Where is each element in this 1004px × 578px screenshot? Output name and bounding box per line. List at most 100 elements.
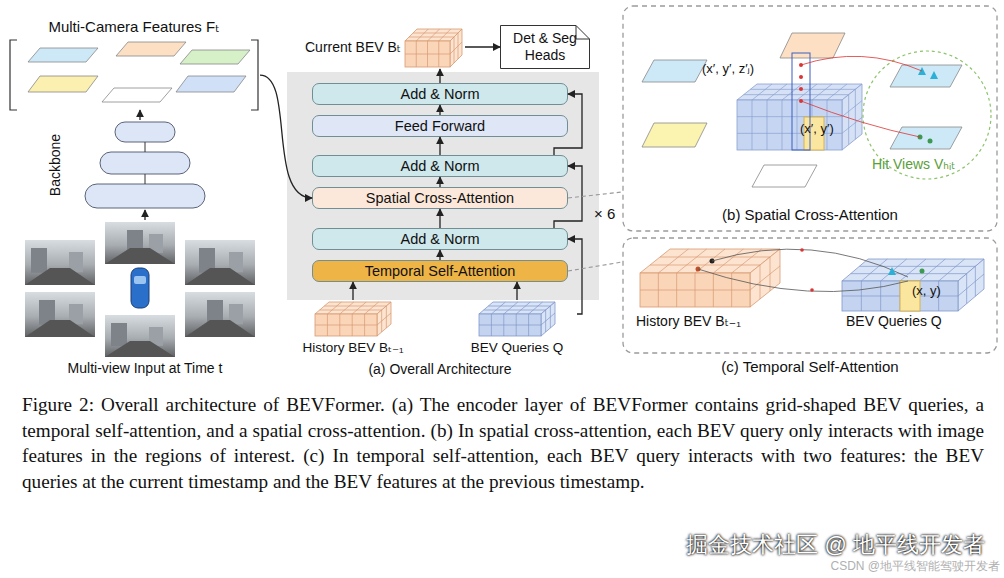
grid-line (812, 84, 832, 100)
road (105, 248, 175, 264)
road (105, 341, 175, 357)
sample-point (888, 267, 896, 275)
offset-line (698, 269, 908, 292)
grid-line (516, 302, 530, 314)
grid-line (848, 95, 849, 145)
connector (439, 209, 440, 228)
sample-point (696, 267, 701, 272)
feature-map (176, 76, 246, 92)
node-illustration (45, 120, 235, 210)
grid-line (324, 306, 386, 307)
cube-side (377, 302, 391, 336)
connector (554, 94, 582, 155)
connector (439, 177, 440, 187)
feature-map (180, 50, 250, 64)
cube-front (737, 100, 842, 150)
grid-line (479, 325, 541, 326)
grid-line (767, 100, 768, 150)
grid-line (650, 265, 760, 266)
cube-front (405, 41, 450, 67)
grid-line (405, 54, 450, 55)
watermark: CSDN @地平线智能驾驶开发者 (830, 560, 1000, 574)
node-label: (c) Temporal Self-Attention (622, 358, 998, 375)
grid-line (550, 306, 551, 328)
car-window (134, 276, 146, 284)
backbone-stage (115, 122, 175, 142)
feature-map (752, 165, 817, 187)
cube-front (842, 281, 958, 311)
feature-map (116, 42, 186, 56)
grid-line (760, 265, 761, 299)
grid-line (744, 94, 849, 95)
node-label: Add & Norm (313, 156, 567, 176)
grid-line (416, 29, 428, 41)
node-label: Current BEV Bₜ (305, 39, 401, 55)
camera-input: Multi-view Input at Time t (20, 220, 270, 378)
node-label: History BEV Bₜ₋₁ (293, 340, 413, 356)
ego-car (131, 268, 149, 308)
connector (260, 75, 312, 198)
grid-line (861, 259, 887, 281)
attention-box: Spatial Cross-Attention (312, 187, 568, 209)
grid-line (881, 259, 907, 281)
annotation-label: (a) Overall Architecture (368, 361, 511, 377)
norm-box: Add & Norm (312, 155, 568, 177)
road (25, 268, 95, 285)
sample-point (810, 288, 814, 292)
cube-side (450, 29, 462, 67)
feature-map (28, 76, 98, 92)
camera-image (185, 292, 255, 337)
node-label: Add & Norm (313, 229, 567, 249)
grid-line (365, 302, 379, 314)
grid-line (660, 257, 770, 258)
offset-line (712, 249, 908, 277)
connector (439, 137, 440, 155)
grid-line (859, 266, 975, 267)
grid-line (658, 249, 688, 273)
road (185, 268, 255, 285)
node-label: Temporal Self-Attention (313, 261, 567, 281)
document-fold (576, 26, 590, 40)
feature-group: Multi-Camera Features Fₜ (8, 18, 260, 110)
camera-image (105, 315, 175, 357)
connector (352, 282, 353, 300)
connector (568, 239, 582, 314)
encoder-background (287, 72, 599, 300)
norm-box: Add & Norm (312, 228, 568, 250)
grid-line (381, 310, 382, 332)
building (111, 323, 127, 346)
grid-line (827, 84, 847, 100)
grid-line (842, 117, 862, 133)
grid-line (340, 302, 354, 314)
backbone-stage (85, 184, 205, 208)
cube-front (640, 273, 750, 307)
node-label: Det & Seg Heads (506, 30, 584, 64)
feature-map (890, 65, 962, 87)
grid-line (677, 249, 707, 273)
connector (439, 105, 440, 115)
reference-point (799, 87, 803, 91)
backbone-block: Backbone (45, 120, 235, 210)
grid-line (352, 302, 366, 314)
node-label: Spatial Cross-Attention (313, 188, 567, 208)
cube-front (315, 314, 377, 336)
grid-line (541, 313, 555, 325)
grid-line (900, 259, 926, 281)
annotation-label: × 6 (594, 205, 615, 222)
bev-tensor: Current BEV Bₜ (305, 25, 465, 69)
norm-box: Add & Norm (312, 83, 568, 105)
detail-panel: (c) Temporal Self-Attention (622, 237, 998, 377)
grid-line (484, 310, 546, 311)
connector (439, 250, 440, 260)
grid-line (966, 274, 967, 304)
head-box: Det & Seg Heads (500, 25, 590, 69)
cube-side (541, 302, 555, 336)
node-illustration (622, 5, 998, 232)
ffn-box: Feed Forward (312, 115, 568, 137)
camera-image (185, 240, 255, 285)
grid-line (439, 29, 451, 41)
node-label: Backbone (47, 134, 63, 196)
annotation-label: Hit Views Vₕᵢₜ (872, 156, 955, 172)
document-shape (501, 26, 590, 69)
grid-line (386, 306, 387, 328)
